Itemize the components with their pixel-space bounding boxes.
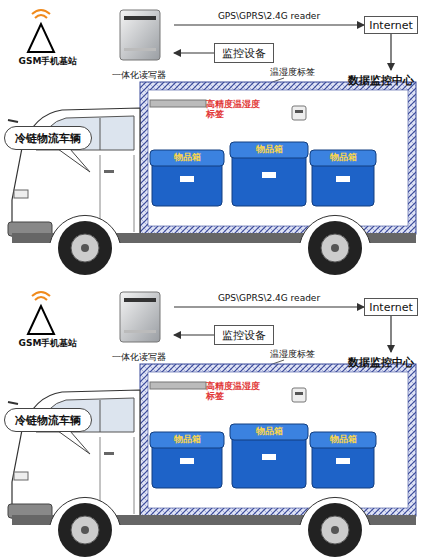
box-label: 物品箱 <box>174 435 201 445</box>
box-label: 物品箱 <box>256 145 283 155</box>
sensor-label: 高精度温湿度标签 <box>206 382 264 402</box>
box-label: 物品箱 <box>330 435 357 445</box>
node-text: Internet <box>369 19 413 32</box>
node-text: 数据监控中心 <box>348 73 414 88</box>
node-text: GSM手机基站 <box>19 337 78 350</box>
arrow-connector <box>174 334 214 335</box>
node-text: GSM手机基站 <box>19 55 78 68</box>
reader-device: 一体化读写器 <box>104 8 174 82</box>
callout-bubble: 冷链物流车辆 <box>4 408 92 432</box>
box-label: 物品箱 <box>330 153 357 163</box>
truck-illustration <box>8 10 416 275</box>
node-text: 一体化读写器 <box>112 69 166 82</box>
tag-label: 温湿度标签 <box>270 68 315 78</box>
arrow-connector <box>174 52 214 53</box>
truck-illustration <box>8 292 416 557</box>
reader-device: 一体化读写器 <box>104 290 174 364</box>
process-box: 监控设备 <box>214 43 274 63</box>
node-text: 监控设备 <box>222 328 266 343</box>
process-box: Internet <box>364 16 418 34</box>
node-text: Internet <box>369 301 413 314</box>
terminal-node: 数据监控中心 <box>334 70 428 90</box>
sensor-label: 高精度温湿度标签 <box>206 100 264 120</box>
node-text: 一体化读写器 <box>112 351 166 364</box>
node-text: 监控设备 <box>222 46 266 61</box>
base-station: GSM手机基站 <box>10 284 86 350</box>
node-text: 冷链物流车辆 <box>15 131 81 146</box>
terminal-node: 数据监控中心 <box>334 352 428 372</box>
tag-label: 温湿度标签 <box>270 350 315 360</box>
arrow-connector <box>390 34 391 70</box>
edge-label: GPS\GPRS\2.4G reader <box>218 11 320 21</box>
base-station: GSM手机基站 <box>10 2 86 68</box>
node-text: 数据监控中心 <box>348 355 414 370</box>
edge-label: GPS\GPRS\2.4G reader <box>218 293 320 303</box>
process-box: Internet <box>364 298 418 316</box>
box-label: 物品箱 <box>174 153 201 163</box>
callout-bubble: 冷链物流车辆 <box>4 126 92 150</box>
process-box: 监控设备 <box>214 325 274 345</box>
box-label: 物品箱 <box>256 427 283 437</box>
arrow-connector <box>390 316 391 352</box>
arrow-connector <box>174 24 364 25</box>
node-text: 冷链物流车辆 <box>15 413 81 428</box>
arrow-connector <box>174 306 364 307</box>
